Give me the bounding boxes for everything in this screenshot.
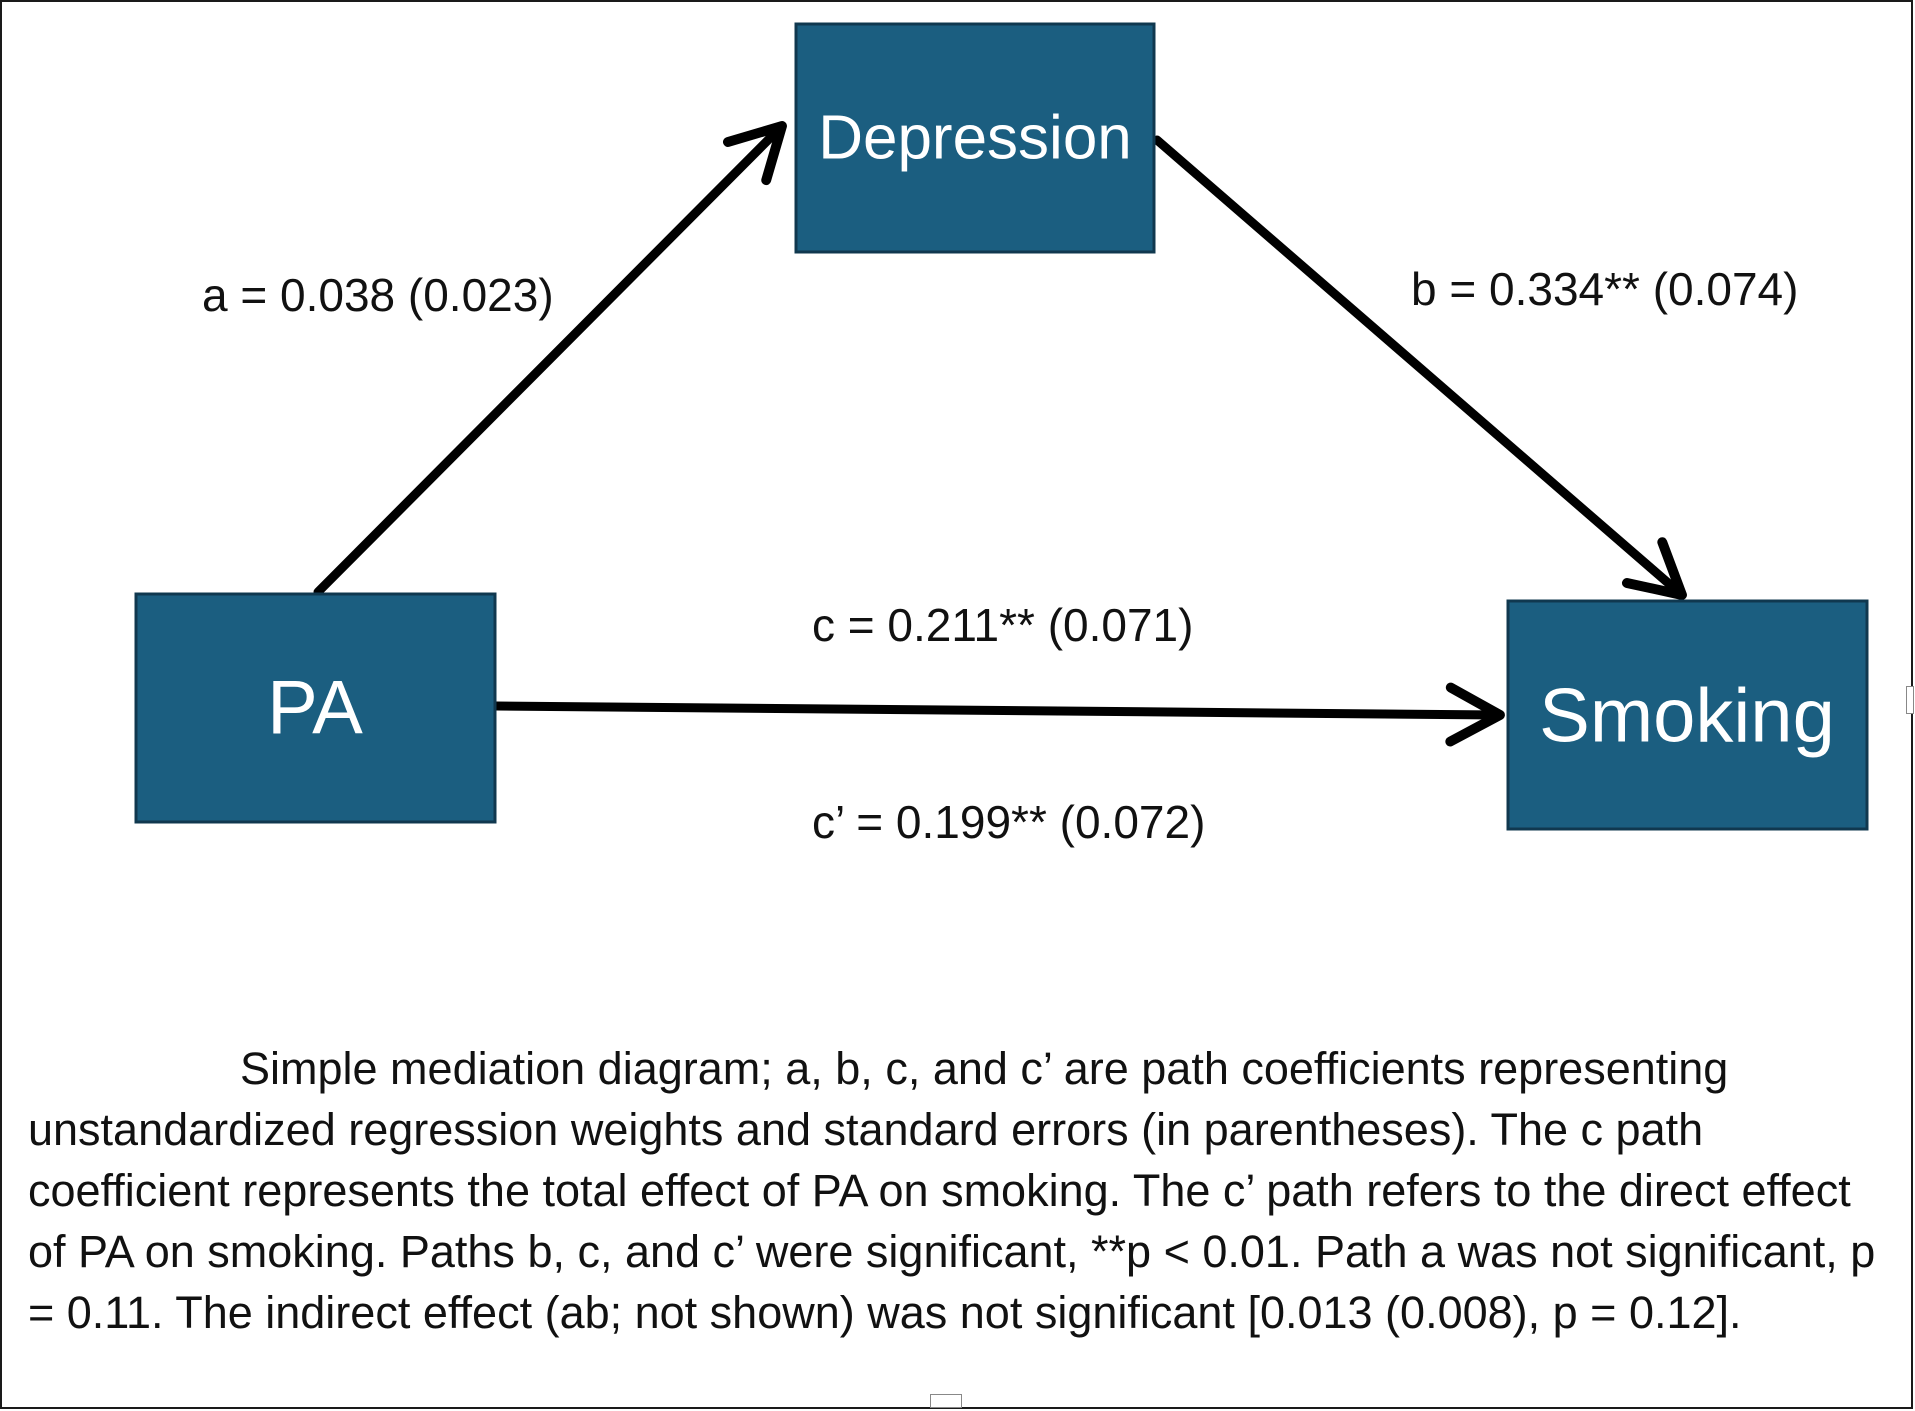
path-a-label: a = 0.038 (0.023) [202,269,554,321]
path-b-label: b = 0.334** (0.074) [1411,263,1798,315]
node-pa: PA [134,592,497,824]
path-b-arrow [1152,135,1687,600]
path-c-arrow [491,682,1505,747]
resize-handle-right[interactable] [1906,686,1914,714]
path-a-arrow [313,121,787,597]
node-pa-label: PA [267,666,363,751]
node-smoking-label: Smoking [1539,674,1835,759]
figure-caption: Simple mediation diagram; a, b, c, and c… [28,1043,1876,1338]
path-c-label: c = 0.211** (0.071) [812,599,1193,651]
path-c-prime-label: c’ = 0.199** (0.072) [812,796,1205,848]
node-depression-label: Depression [818,104,1132,173]
node-smoking: Smoking [1506,599,1869,831]
resize-handle-bottom[interactable] [930,1394,962,1408]
node-depression: Depression [794,22,1156,254]
